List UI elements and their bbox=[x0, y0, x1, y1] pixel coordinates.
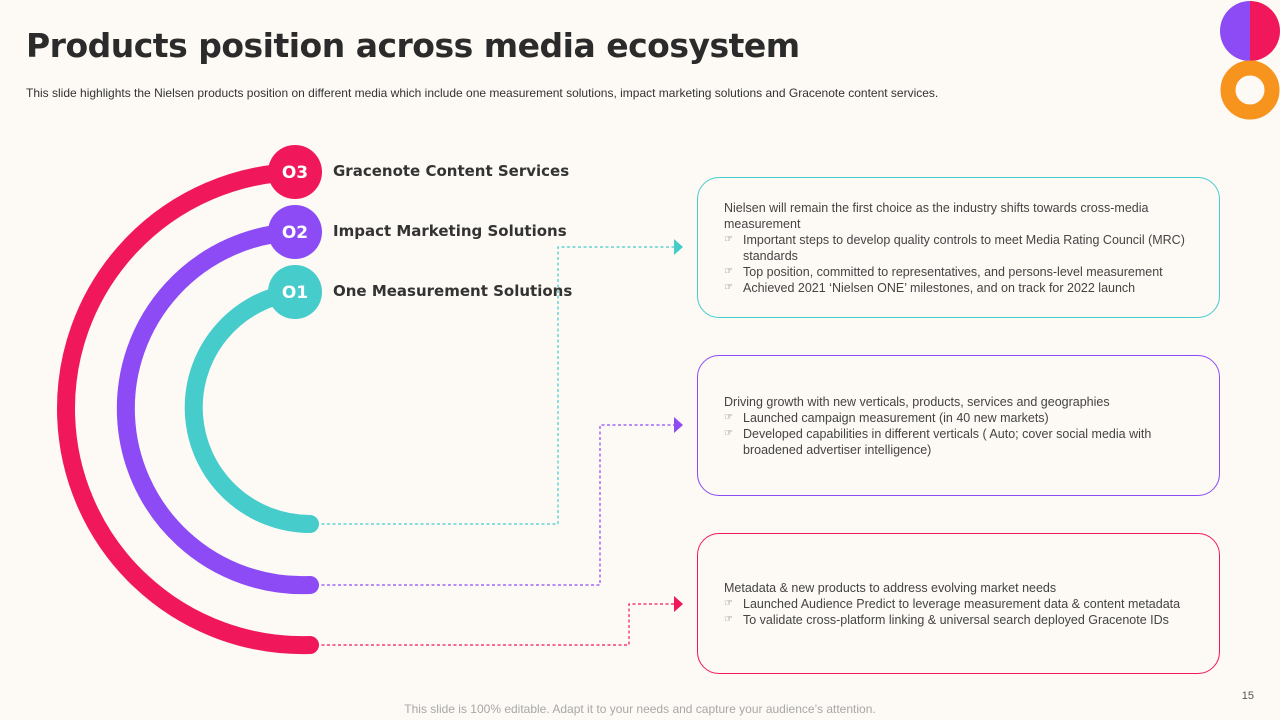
product-label-gracenote: Gracenote Content Services bbox=[333, 162, 570, 180]
arc-one-measurement bbox=[184, 283, 319, 533]
card-bullet: ☞ Achieved 2021 ‘Nielsen ONE’ milestones,… bbox=[724, 280, 1193, 296]
bullet-text: Launched Audience Predict to leverage me… bbox=[743, 596, 1181, 611]
card-bullet-list: ☞ Important steps to develop quality cont… bbox=[724, 232, 1193, 296]
pointing-hand-icon: ☞ bbox=[724, 233, 733, 245]
badge-01: O1 bbox=[268, 265, 322, 319]
decor-magenta-half-circle bbox=[1250, 1, 1280, 61]
bullet-text: Developed capabilities in different vert… bbox=[743, 426, 1152, 457]
card-bullet-list: ☞ Launched Audience Predict to leverage m… bbox=[724, 596, 1193, 628]
footer-note: This slide is 100% editable. Adapt it to… bbox=[404, 702, 876, 716]
page-subtitle: This slide highlights the Nielsen produc… bbox=[26, 86, 939, 100]
card-heading: Metadata & new products to address evolv… bbox=[724, 580, 1057, 595]
card-heading: Nielsen will remain the first choice as … bbox=[724, 200, 1149, 231]
card-bullet: ☞ Launched campaign measurement (in 40 ne… bbox=[724, 410, 1193, 426]
arc-impact-marketing bbox=[116, 223, 319, 595]
connector-line-03 bbox=[316, 603, 676, 646]
pointing-hand-icon: ☞ bbox=[724, 597, 733, 609]
card-impact-marketing: Driving growth with new verticals, produ… bbox=[697, 355, 1220, 496]
badge-03: O3 bbox=[268, 145, 322, 199]
corner-decoration bbox=[1220, 1, 1280, 120]
badge-number: O2 bbox=[282, 223, 308, 243]
product-label-one-measurement: One Measurement Solutions bbox=[333, 282, 573, 300]
connector-line-02 bbox=[316, 424, 676, 586]
bullet-text: Top position, committed to representativ… bbox=[743, 264, 1163, 279]
product-label-impact-marketing: Impact Marketing Solutions bbox=[333, 222, 567, 240]
card-heading: Driving growth with new verticals, produ… bbox=[724, 394, 1110, 409]
card-bullet: ☞ Top position, committed to representati… bbox=[724, 264, 1193, 280]
page-title: Products position across media ecosystem bbox=[26, 26, 800, 65]
badge-number: O1 bbox=[282, 283, 308, 303]
decor-orange-ring bbox=[1220, 60, 1280, 120]
bullet-text: Launched campaign measurement (in 40 new… bbox=[743, 410, 1049, 425]
bullet-text: Important steps to develop quality contr… bbox=[743, 232, 1185, 263]
connector-line-01 bbox=[316, 246, 676, 525]
page-number: 15 bbox=[1241, 690, 1254, 702]
card-bullet: ☞ Launched Audience Predict to leverage m… bbox=[724, 596, 1193, 612]
card-bullet: ☞ To validate cross-platform linking & un… bbox=[724, 612, 1193, 628]
badge-02: O2 bbox=[268, 205, 322, 259]
pointing-hand-icon: ☞ bbox=[724, 427, 733, 439]
pointing-hand-icon: ☞ bbox=[724, 411, 733, 423]
bullet-text: Achieved 2021 ‘Nielsen ONE’ milestones, … bbox=[743, 280, 1136, 295]
pointing-hand-icon: ☞ bbox=[724, 281, 733, 293]
decor-purple-half-circle bbox=[1220, 1, 1250, 61]
connector-arrow-03 bbox=[674, 596, 683, 612]
card-bullet: ☞ Developed capabilities in different ver… bbox=[724, 426, 1193, 458]
pointing-hand-icon: ☞ bbox=[724, 613, 733, 625]
card-bullet: ☞ Important steps to develop quality cont… bbox=[724, 232, 1193, 264]
connector-arrow-02 bbox=[674, 417, 683, 433]
bullet-text: To validate cross-platform linking & uni… bbox=[743, 612, 1169, 627]
card-one-measurement: Nielsen will remain the first choice as … bbox=[697, 177, 1220, 318]
card-gracenote: Metadata & new products to address evolv… bbox=[697, 533, 1220, 674]
card-bullet-list: ☞ Launched campaign measurement (in 40 ne… bbox=[724, 410, 1193, 458]
badge-number: O3 bbox=[282, 163, 308, 183]
arc-gracenote bbox=[56, 163, 319, 655]
pointing-hand-icon: ☞ bbox=[724, 265, 733, 277]
connector-arrow-01 bbox=[674, 239, 683, 255]
